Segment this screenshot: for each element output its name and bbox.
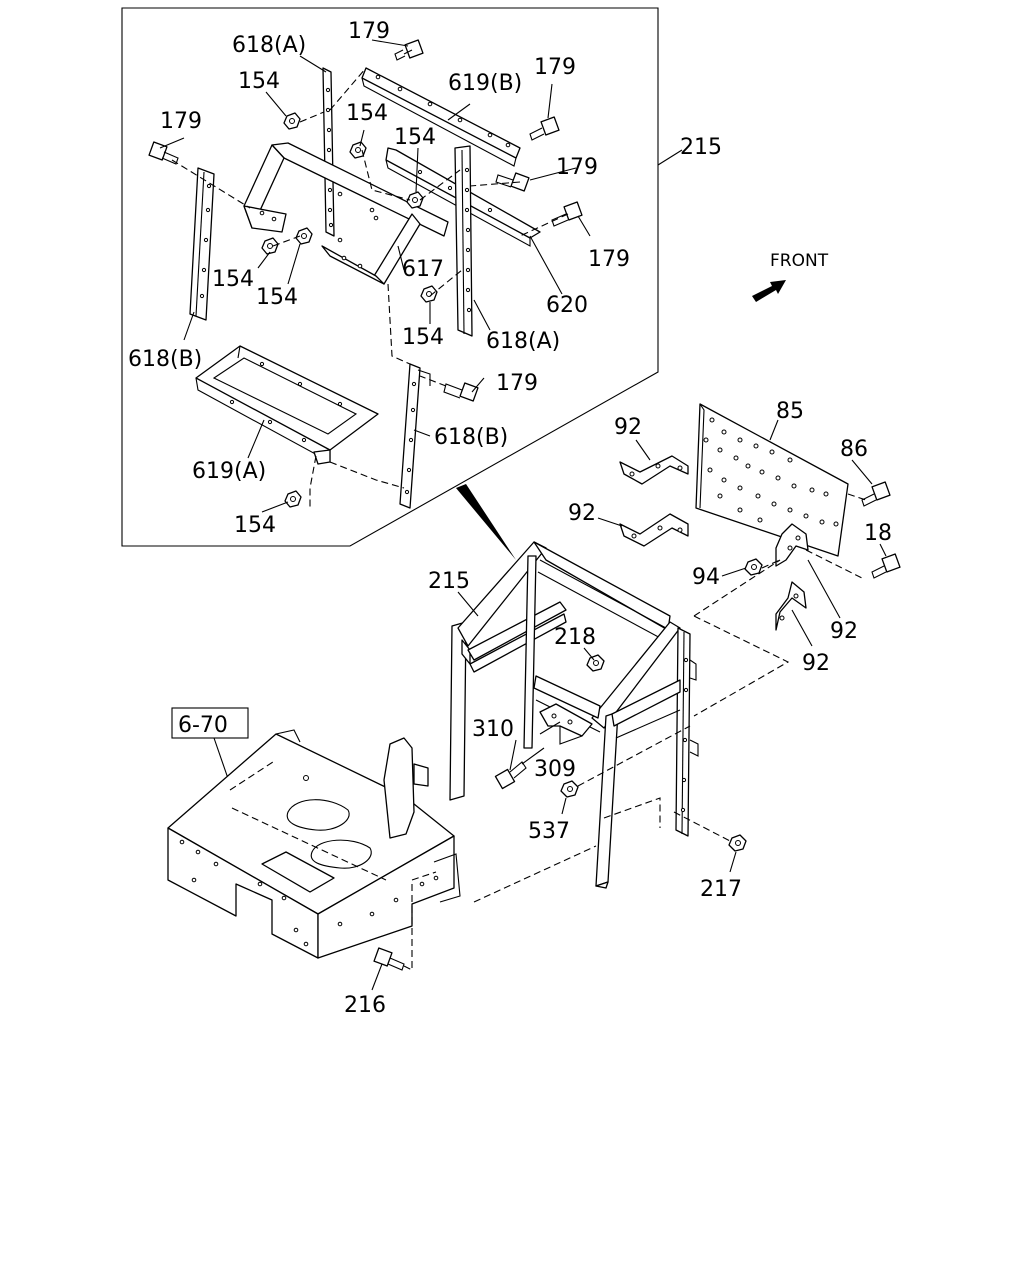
label-154-e: 154: [256, 285, 298, 310]
bolt-86: [861, 481, 891, 507]
front-arrow-icon: [752, 280, 786, 302]
frame-619a: [195, 345, 379, 465]
front-label: FRONT: [770, 251, 829, 271]
nut-154-e: [295, 227, 313, 245]
bolt-179-top: [394, 39, 424, 61]
label-619a: 619(A): [192, 459, 266, 484]
label-218: 218: [554, 625, 596, 650]
nut-217: [728, 834, 747, 852]
ref-box-6-70: [171, 707, 249, 739]
label-154-f: 154: [402, 325, 444, 350]
label-92-top: 92: [614, 415, 642, 440]
bolt-216: [373, 947, 405, 971]
bracket-92-right: [775, 523, 809, 567]
inset-leaders: [159, 39, 591, 513]
label-217: 217: [700, 877, 742, 902]
bolt-179-bottom: [443, 382, 479, 402]
callout-pointer: [456, 484, 516, 560]
inset-detail-frame: [121, 7, 659, 547]
frame-215: [449, 541, 699, 889]
inset-dashes: [171, 67, 569, 508]
nut-154-f: [420, 285, 438, 303]
label-618b-left: 618(B): [128, 347, 202, 372]
bracket-92-mid: [619, 513, 689, 547]
bolt-310: [494, 761, 527, 790]
strip-618b-left: [189, 167, 215, 321]
label-154-g: 154: [234, 513, 276, 538]
label-94: 94: [692, 565, 720, 590]
leader-215-inset: [657, 149, 683, 166]
plate-85: [695, 403, 849, 557]
bolt-179-mid: [495, 172, 530, 192]
label-309: 309: [534, 757, 576, 782]
label-618a-right: 618(A): [486, 329, 560, 354]
label-619b: 619(B): [448, 71, 522, 96]
label-6-70: 6-70: [178, 713, 228, 738]
base-dashes: [229, 759, 661, 971]
label-85: 85: [776, 399, 804, 424]
label-620: 620: [546, 293, 588, 318]
base-6-70: [167, 729, 461, 959]
label-92-mid: 92: [568, 501, 596, 526]
label-179-right: 179: [588, 247, 630, 272]
label-215-main: 215: [428, 569, 470, 594]
nut-154-g: [284, 490, 302, 508]
nut-154-d: [261, 237, 279, 255]
label-618b-lower: 618(B): [434, 425, 508, 450]
label-179-topright: 179: [534, 55, 576, 80]
label-154-d: 154: [212, 267, 254, 292]
label-86: 86: [840, 437, 868, 462]
label-179-bottom: 179: [496, 371, 538, 396]
label-179-top: 179: [348, 19, 390, 44]
label-179-left: 179: [160, 109, 202, 134]
label-215-inset: 215: [680, 135, 722, 160]
bracket-92-top: [619, 455, 689, 485]
label-92-right: 92: [830, 619, 858, 644]
nut-154-a: [283, 112, 301, 130]
label-92-low: 92: [802, 651, 830, 676]
label-154-c: 154: [394, 125, 436, 150]
nut-537: [560, 780, 579, 798]
frame-617: [243, 142, 449, 285]
frame-leaders: [457, 591, 737, 873]
label-618a-top: 618(A): [232, 33, 306, 58]
bolt-179-right-lower: [551, 201, 583, 227]
label-617: 617: [402, 257, 444, 282]
frame-dashes: [577, 725, 733, 843]
bolt-18: [871, 553, 901, 579]
label-537: 537: [528, 819, 570, 844]
strip-618b-lower: [399, 363, 431, 509]
nut-218: [586, 654, 605, 672]
nut-94: [744, 558, 763, 576]
nut-154-c: [406, 191, 424, 209]
label-154-a: 154: [238, 69, 280, 94]
label-154-b: 154: [346, 101, 388, 126]
plate-leaders: [597, 419, 887, 647]
label-179-mid: 179: [556, 155, 598, 180]
label-18: 18: [864, 521, 892, 546]
strip-618a-upper: [322, 67, 335, 237]
bracket-92-low: [775, 581, 807, 631]
label-310: 310: [472, 717, 514, 742]
bolt-179-right-upper: [529, 116, 560, 141]
label-216: 216: [344, 993, 386, 1018]
leader-216: [371, 963, 383, 991]
bar-619b: [361, 67, 521, 167]
strip-618a-right: [454, 145, 473, 337]
